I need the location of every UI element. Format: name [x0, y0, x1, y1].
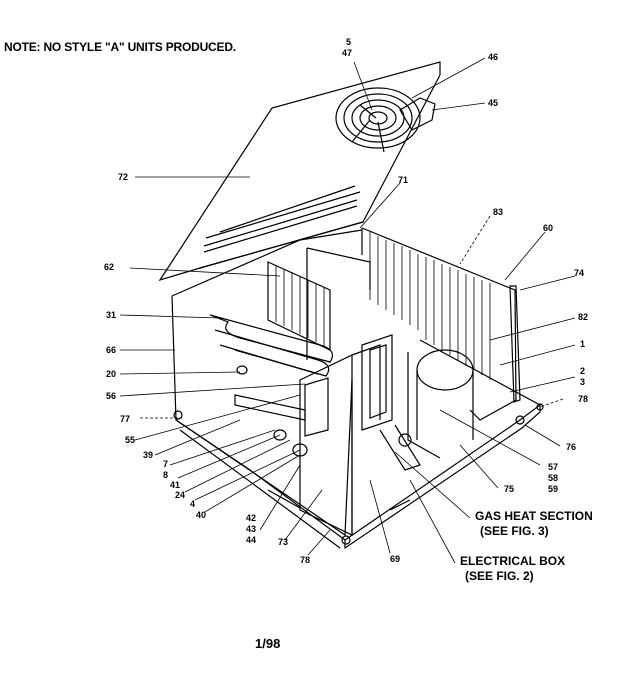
label-76: 76 — [566, 442, 576, 452]
label-72: 72 — [118, 172, 128, 182]
label-20: 20 — [106, 369, 116, 379]
label-73: 73 — [278, 537, 288, 547]
cabinet-left-wall — [171, 295, 353, 537]
label-82: 82 — [578, 312, 588, 322]
label-83: 83 — [493, 207, 503, 217]
label-55: 55 — [125, 435, 135, 445]
label-45: 45 — [488, 98, 498, 108]
label-42: 42 — [246, 513, 256, 523]
label-57: 57 — [548, 462, 558, 472]
label-47: 47 — [342, 48, 352, 58]
label-78-bottom: 78 — [300, 555, 310, 565]
label-39: 39 — [143, 450, 153, 460]
control-box — [304, 377, 329, 437]
callout-gas-heat-ref: (SEE FIG. 3) — [480, 524, 549, 538]
label-43: 43 — [246, 524, 256, 534]
label-69: 69 — [390, 554, 400, 564]
callout-electrical-box-title: ELECTRICAL BOX — [460, 554, 565, 568]
callout-gas-heat-title: GAS HEAT SECTION — [475, 509, 593, 523]
label-3: 3 — [580, 377, 585, 387]
control-panel — [299, 354, 353, 536]
label-31: 31 — [106, 310, 116, 320]
label-4: 4 — [190, 499, 195, 509]
evaporator-coil — [267, 261, 331, 351]
electrical-box — [361, 334, 393, 431]
fan-grille — [335, 87, 421, 149]
label-41: 41 — [170, 480, 180, 490]
note-text: NOTE: NO STYLE "A" UNITS PRODUCED. — [4, 40, 236, 54]
label-5: 5 — [346, 37, 351, 47]
callout-electrical-box-ref: (SEE FIG. 2) — [465, 569, 534, 583]
blower-wheel — [416, 349, 474, 391]
label-74: 74 — [574, 268, 584, 278]
label-44: 44 — [246, 535, 256, 545]
label-75: 75 — [504, 484, 514, 494]
page-date: 1/98 — [255, 636, 281, 651]
label-71: 71 — [398, 175, 408, 185]
fan-motor — [399, 97, 436, 131]
label-62: 62 — [104, 262, 114, 272]
label-59: 59 — [548, 484, 558, 494]
label-78-right: 78 — [578, 394, 588, 404]
label-58: 58 — [548, 473, 558, 483]
label-8: 8 — [163, 470, 168, 480]
label-7: 7 — [163, 459, 168, 469]
label-46: 46 — [488, 52, 498, 62]
label-1: 1 — [580, 339, 585, 349]
label-66: 66 — [106, 345, 116, 355]
condenser-coil — [361, 227, 517, 421]
label-77: 77 — [120, 414, 130, 424]
label-56: 56 — [106, 391, 116, 401]
label-2: 2 — [580, 366, 585, 376]
label-24: 24 — [175, 490, 185, 500]
top-cover-panel — [158, 61, 441, 282]
label-40: 40 — [196, 510, 206, 520]
label-60: 60 — [543, 223, 553, 233]
